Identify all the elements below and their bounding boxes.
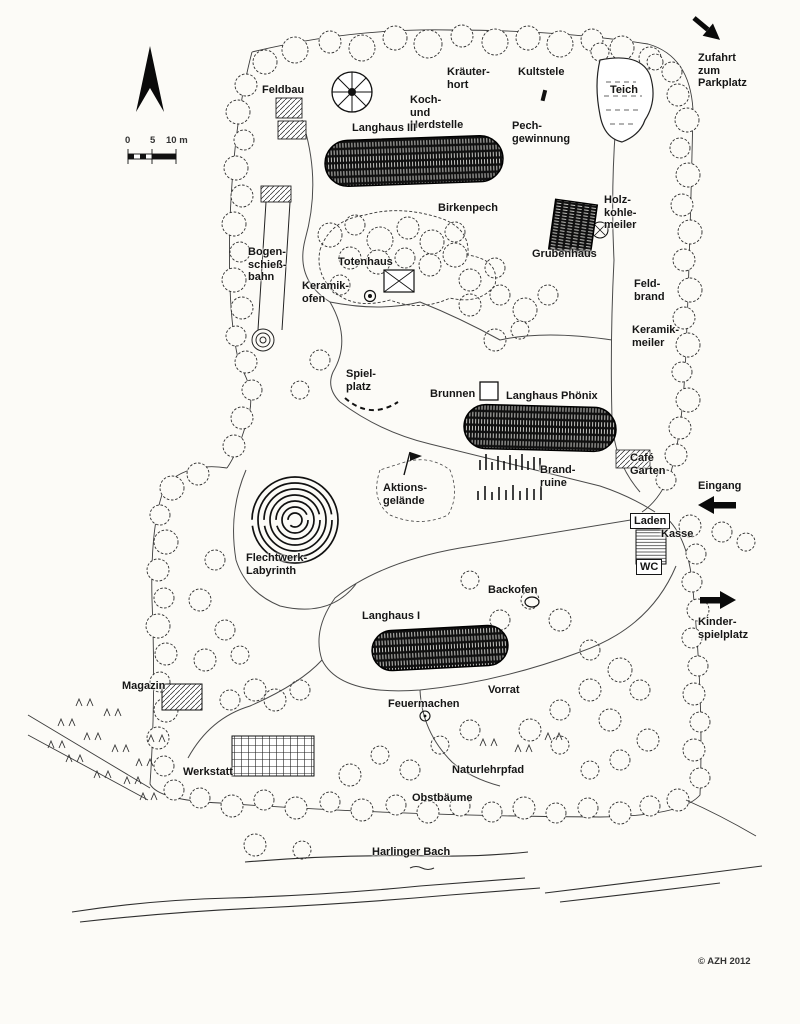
longhouse-i xyxy=(371,624,509,672)
cult-stele-marker xyxy=(540,89,548,102)
bake-oven-marker xyxy=(524,596,540,608)
stream-lines xyxy=(71,851,763,923)
north-arrow-icon xyxy=(136,46,164,112)
workshop-building xyxy=(231,735,315,777)
pottery-kiln-marker xyxy=(363,289,377,303)
herb-wheel xyxy=(331,71,373,113)
wicker-labyrinth xyxy=(251,476,339,564)
burnt-ruin xyxy=(477,454,542,500)
field-plots xyxy=(275,97,307,140)
well-marker xyxy=(479,381,499,401)
storage-building xyxy=(161,683,203,711)
tree-symbols xyxy=(145,24,756,860)
field-edge-lines xyxy=(27,714,757,837)
longhouse-phoenix xyxy=(463,403,617,453)
parking-access-arrow-icon xyxy=(692,16,721,40)
action-area xyxy=(376,451,455,522)
scale-bar xyxy=(127,149,177,164)
cafe-garden-area xyxy=(615,449,651,469)
pond xyxy=(596,57,654,143)
grass-tufts xyxy=(47,697,563,801)
footpaths xyxy=(187,97,677,787)
playground-arrow-icon xyxy=(700,591,736,609)
woodland-edge xyxy=(318,210,497,306)
archery-range xyxy=(251,185,292,352)
shop-building xyxy=(635,529,667,565)
longhouse-iii xyxy=(324,134,504,188)
pit-house xyxy=(547,198,599,256)
playground-arc xyxy=(344,397,399,411)
fire-making-marker xyxy=(419,710,431,722)
death-house xyxy=(383,269,415,293)
entrance-arrow-icon xyxy=(698,496,736,514)
